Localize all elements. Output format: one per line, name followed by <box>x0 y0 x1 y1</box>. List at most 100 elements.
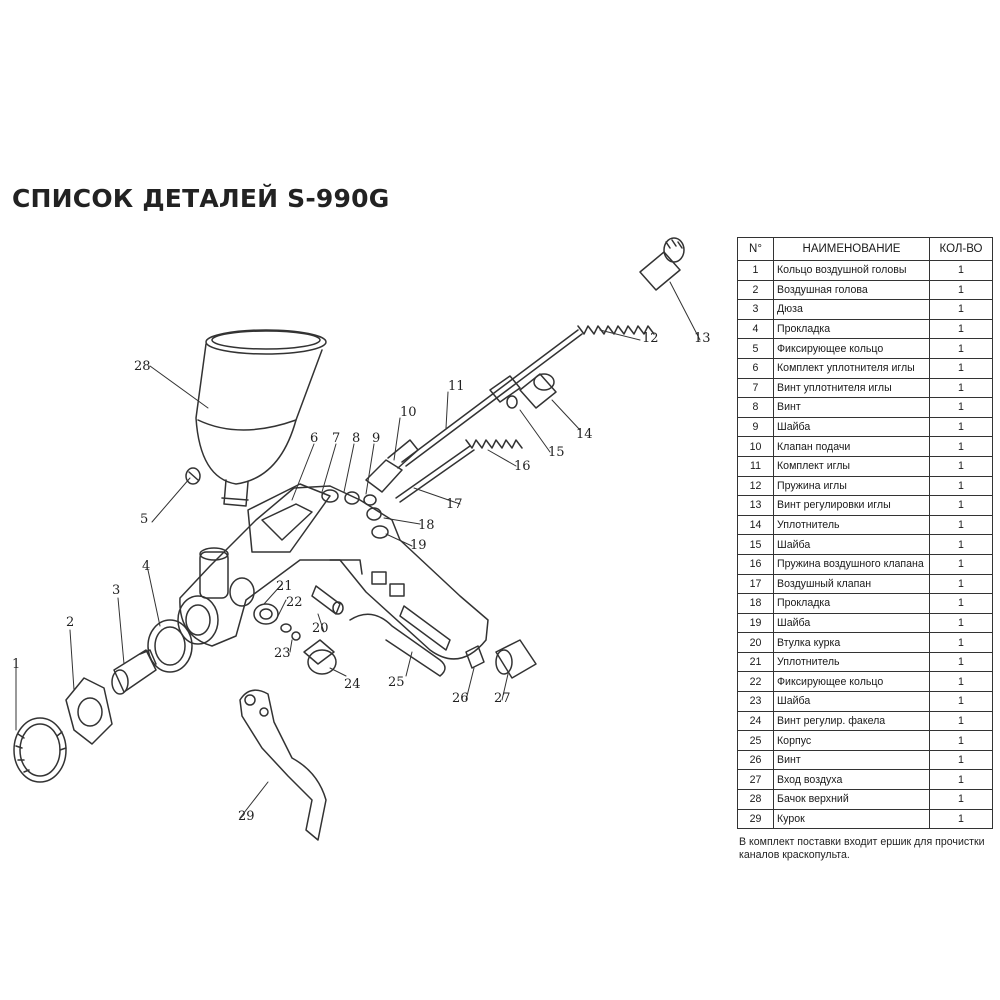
cell-name: Пружина иглы <box>773 475 930 497</box>
header-qty: КОЛ-ВО <box>929 237 993 261</box>
table-header-row: N° НАИМЕНОВАНИЕ КОЛ-ВО <box>737 237 993 261</box>
seal-part <box>519 373 557 409</box>
cell-num: 2 <box>737 279 774 301</box>
paint-cup-part <box>195 329 327 507</box>
cell-name: Комплект иглы <box>773 455 930 477</box>
needle-kit-part <box>401 329 583 467</box>
cell-num: 25 <box>737 730 774 751</box>
callout-labels: 1 2 3 4 5 6 7 8 9 10 11 12 13 14 15 16 1… <box>12 331 711 824</box>
cell-qty: 1 <box>929 475 993 497</box>
cell-num: 16 <box>737 553 774 575</box>
cell-num: 7 <box>737 377 774 399</box>
callout-15: 15 <box>548 445 565 460</box>
cell-num: 29 <box>737 808 774 830</box>
cell-name: Клапан подачи <box>773 436 930 457</box>
cell-num: 21 <box>737 651 774 673</box>
cell-qty: 1 <box>929 377 993 399</box>
cell-qty: 1 <box>929 691 993 712</box>
callout-20: 20 <box>312 621 329 636</box>
cell-qty: 1 <box>929 455 993 477</box>
cell-name: Шайба <box>773 691 930 712</box>
callout-4: 4 <box>142 559 150 574</box>
cell-num: 6 <box>737 357 774 379</box>
callout-25: 25 <box>388 675 405 690</box>
fan-adjust-assembly-part <box>253 603 337 675</box>
header-num: N° <box>737 237 774 261</box>
cell-qty: 1 <box>929 279 993 301</box>
cell-num: 13 <box>737 495 774 516</box>
cell-num: 14 <box>737 514 774 536</box>
cell-name: Втулка курка <box>773 632 930 653</box>
cell-name: Корпус <box>773 730 930 751</box>
cell-qty: 1 <box>929 632 993 653</box>
cell-name: Винт <box>773 397 930 418</box>
callout-5: 5 <box>140 512 148 527</box>
callout-17: 17 <box>446 497 463 512</box>
cell-name: Уплотнитель <box>773 514 930 536</box>
cell-num: 26 <box>737 749 774 771</box>
cell-name: Кольцо воздушной головы <box>773 260 930 281</box>
cell-name: Комплект уплотнителя иглы <box>773 357 930 379</box>
cell-qty: 1 <box>929 534 993 555</box>
cell-name: Фиксирующее кольцо <box>773 671 930 693</box>
callout-24: 24 <box>344 677 361 692</box>
cell-qty: 1 <box>929 808 993 830</box>
callout-26: 26 <box>452 691 469 706</box>
cell-qty: 1 <box>929 651 993 673</box>
callout-3: 3 <box>112 583 120 598</box>
cell-qty: 1 <box>929 436 993 457</box>
cell-name: Шайба <box>773 416 930 438</box>
air-inlet-part <box>495 639 537 679</box>
callout-28: 28 <box>134 359 151 374</box>
cell-name: Уплотнитель <box>773 651 930 673</box>
air-valve-part <box>395 445 475 503</box>
cell-qty: 1 <box>929 612 993 634</box>
cell-name: Дюза <box>773 299 930 320</box>
screw-part <box>465 645 485 669</box>
cell-num: 4 <box>737 318 774 340</box>
cell-name: Воздушная голова <box>773 279 930 301</box>
cell-num: 27 <box>737 769 774 791</box>
cell-name: Фиксирующее кольцо <box>773 338 930 359</box>
needle-spring-part <box>577 325 655 335</box>
cell-qty: 1 <box>929 495 993 516</box>
cell-qty: 1 <box>929 260 993 281</box>
callout-18: 18 <box>418 518 435 533</box>
delivery-note: В комплект поставки входит ершик для про… <box>739 836 985 861</box>
gasket-part <box>147 619 193 673</box>
cell-qty: 1 <box>929 397 993 418</box>
callout-22: 22 <box>286 595 303 610</box>
cell-name: Прокладка <box>773 593 930 614</box>
callout-9: 9 <box>372 431 380 446</box>
cell-num: 22 <box>737 671 774 693</box>
cell-num: 8 <box>737 397 774 418</box>
gasket-washer-part <box>366 507 389 539</box>
callout-8: 8 <box>352 431 360 446</box>
cell-name: Винт регулировки иглы <box>773 495 930 516</box>
air-valve-spring-part <box>465 439 523 449</box>
cell-qty: 1 <box>929 730 993 751</box>
cell-name: Бачок верхний <box>773 789 930 810</box>
cell-num: 19 <box>737 612 774 634</box>
washer-part <box>506 395 518 409</box>
cell-name: Пружина воздушного клапана <box>773 553 930 575</box>
callout-19: 19 <box>410 538 427 553</box>
cell-qty: 1 <box>929 338 993 359</box>
cell-name: Прокладка <box>773 318 930 340</box>
leader-lines <box>15 281 701 819</box>
cell-num: 24 <box>737 710 774 732</box>
callout-11: 11 <box>448 379 465 394</box>
needle-adjust-screw-part <box>639 237 685 291</box>
